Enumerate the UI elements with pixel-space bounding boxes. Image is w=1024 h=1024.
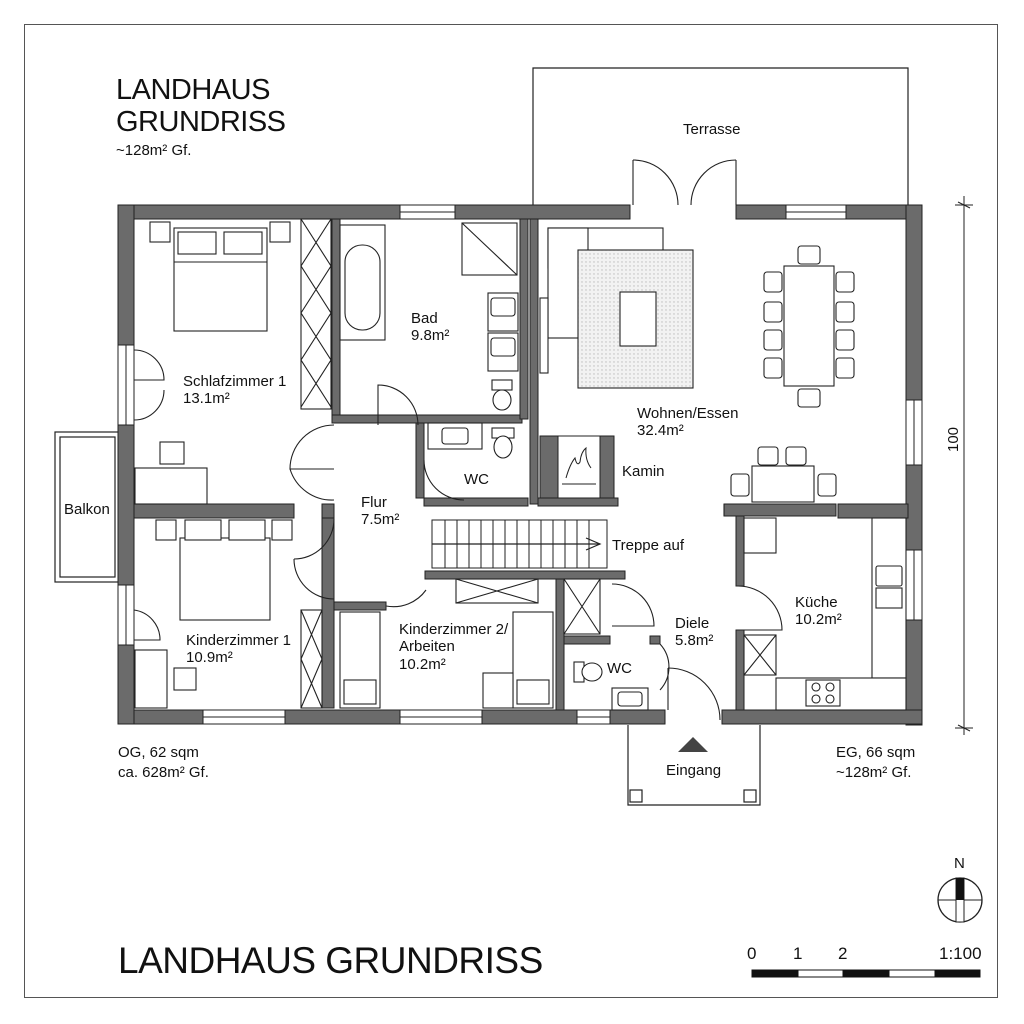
plan-title-line2: GRUNDRISS	[116, 106, 286, 139]
fireplace-label: Kamin	[622, 463, 665, 480]
fireplace	[557, 435, 601, 499]
terrace-label: Terrasse	[683, 121, 741, 138]
balcony-label: Balkon	[64, 501, 110, 518]
room-schlafzimmer: Schlafzimmer 1 13.1m²	[183, 373, 286, 408]
exterior-walls	[117, 204, 923, 726]
summary-line1: EG, 66 sqm	[836, 744, 916, 761]
room-area: 9.8m²	[411, 327, 450, 345]
bottom-title: LANDHAUS GRUNDRISS	[118, 940, 543, 981]
room-wc-lower: WC	[607, 660, 632, 677]
north-arrow-icon	[937, 877, 983, 923]
dimension-line	[955, 196, 973, 735]
scale-tick-1: 1	[793, 944, 803, 963]
room-kinderzimmer-2: Kinderzimmer 2/ Arbeiten 10.2m²	[399, 621, 508, 673]
summary-line2: ~128m² Gf.	[836, 764, 912, 782]
room-area: 10.2m²	[795, 611, 842, 629]
summary-line2: ca. 628m² Gf.	[118, 764, 209, 782]
room-flur: Flur 7.5m²	[361, 494, 399, 529]
room-name: Küche	[795, 594, 838, 611]
room-name: Schlafzimmer 1	[183, 373, 287, 390]
plan-title-area: ~128m² Gf.	[116, 141, 192, 159]
furniture	[134, 218, 907, 711]
room-kueche: Küche 10.2m²	[795, 594, 842, 629]
scale-tick-2: 2	[838, 944, 848, 963]
plan-title-line1: LANDHAUS	[116, 74, 270, 106]
room-area: 10.9m²	[186, 649, 233, 667]
room-name: Bad	[411, 310, 438, 327]
north-label: N	[954, 855, 965, 872]
windows	[117, 204, 923, 725]
room-area: 10.2m²	[399, 655, 446, 673]
drawing-frame	[24, 24, 998, 998]
room-name: Kinderzimmer 2/	[399, 621, 509, 638]
room-bad: Bad 9.8m²	[411, 310, 449, 345]
room-name: Diele	[675, 615, 710, 632]
dimension-label: 100	[945, 426, 962, 452]
stair-arrow-icon	[432, 537, 602, 551]
room-wc-upper: WC	[464, 471, 489, 488]
room-wohnen-essen: Wohnen/Essen 32.4m²	[637, 405, 738, 440]
room-area: 13.1m²	[183, 390, 230, 408]
door-swings	[133, 159, 783, 721]
room-name: Flur	[361, 494, 387, 511]
room-area: 5.8m²	[675, 632, 714, 650]
room-diele: Diele 5.8m²	[675, 615, 713, 650]
summary-ground-floor: EG, 66 sqm ~128m² Gf.	[836, 743, 915, 784]
terrace	[532, 67, 909, 205]
scale-bar	[751, 969, 981, 978]
plan-title: LANDHAUS GRUNDRISS ~128m² Gf.	[116, 74, 286, 160]
room-name: Kinderzimmer 1	[186, 632, 292, 649]
entrance-porch	[627, 725, 761, 806]
entrance-arrow-icon	[678, 737, 708, 752]
summary-line1: OG, 62 sqm	[118, 744, 199, 761]
scale-tick-0: 0	[747, 944, 757, 963]
stairs-label: Treppe auf	[612, 537, 684, 554]
room-name-2: Arbeiten	[399, 638, 455, 656]
room-area: 32.4m²	[637, 422, 684, 440]
scale-ratio: 1:100	[939, 944, 982, 963]
room-kinderzimmer-1: Kinderzimmer 1 10.9m²	[186, 632, 291, 667]
room-name: Wohnen/Essen	[637, 405, 739, 422]
entrance-label: Eingang	[666, 762, 722, 779]
room-area: 7.5m²	[361, 511, 400, 529]
summary-upper-floor: OG, 62 sqm ca. 628m² Gf.	[118, 743, 209, 784]
